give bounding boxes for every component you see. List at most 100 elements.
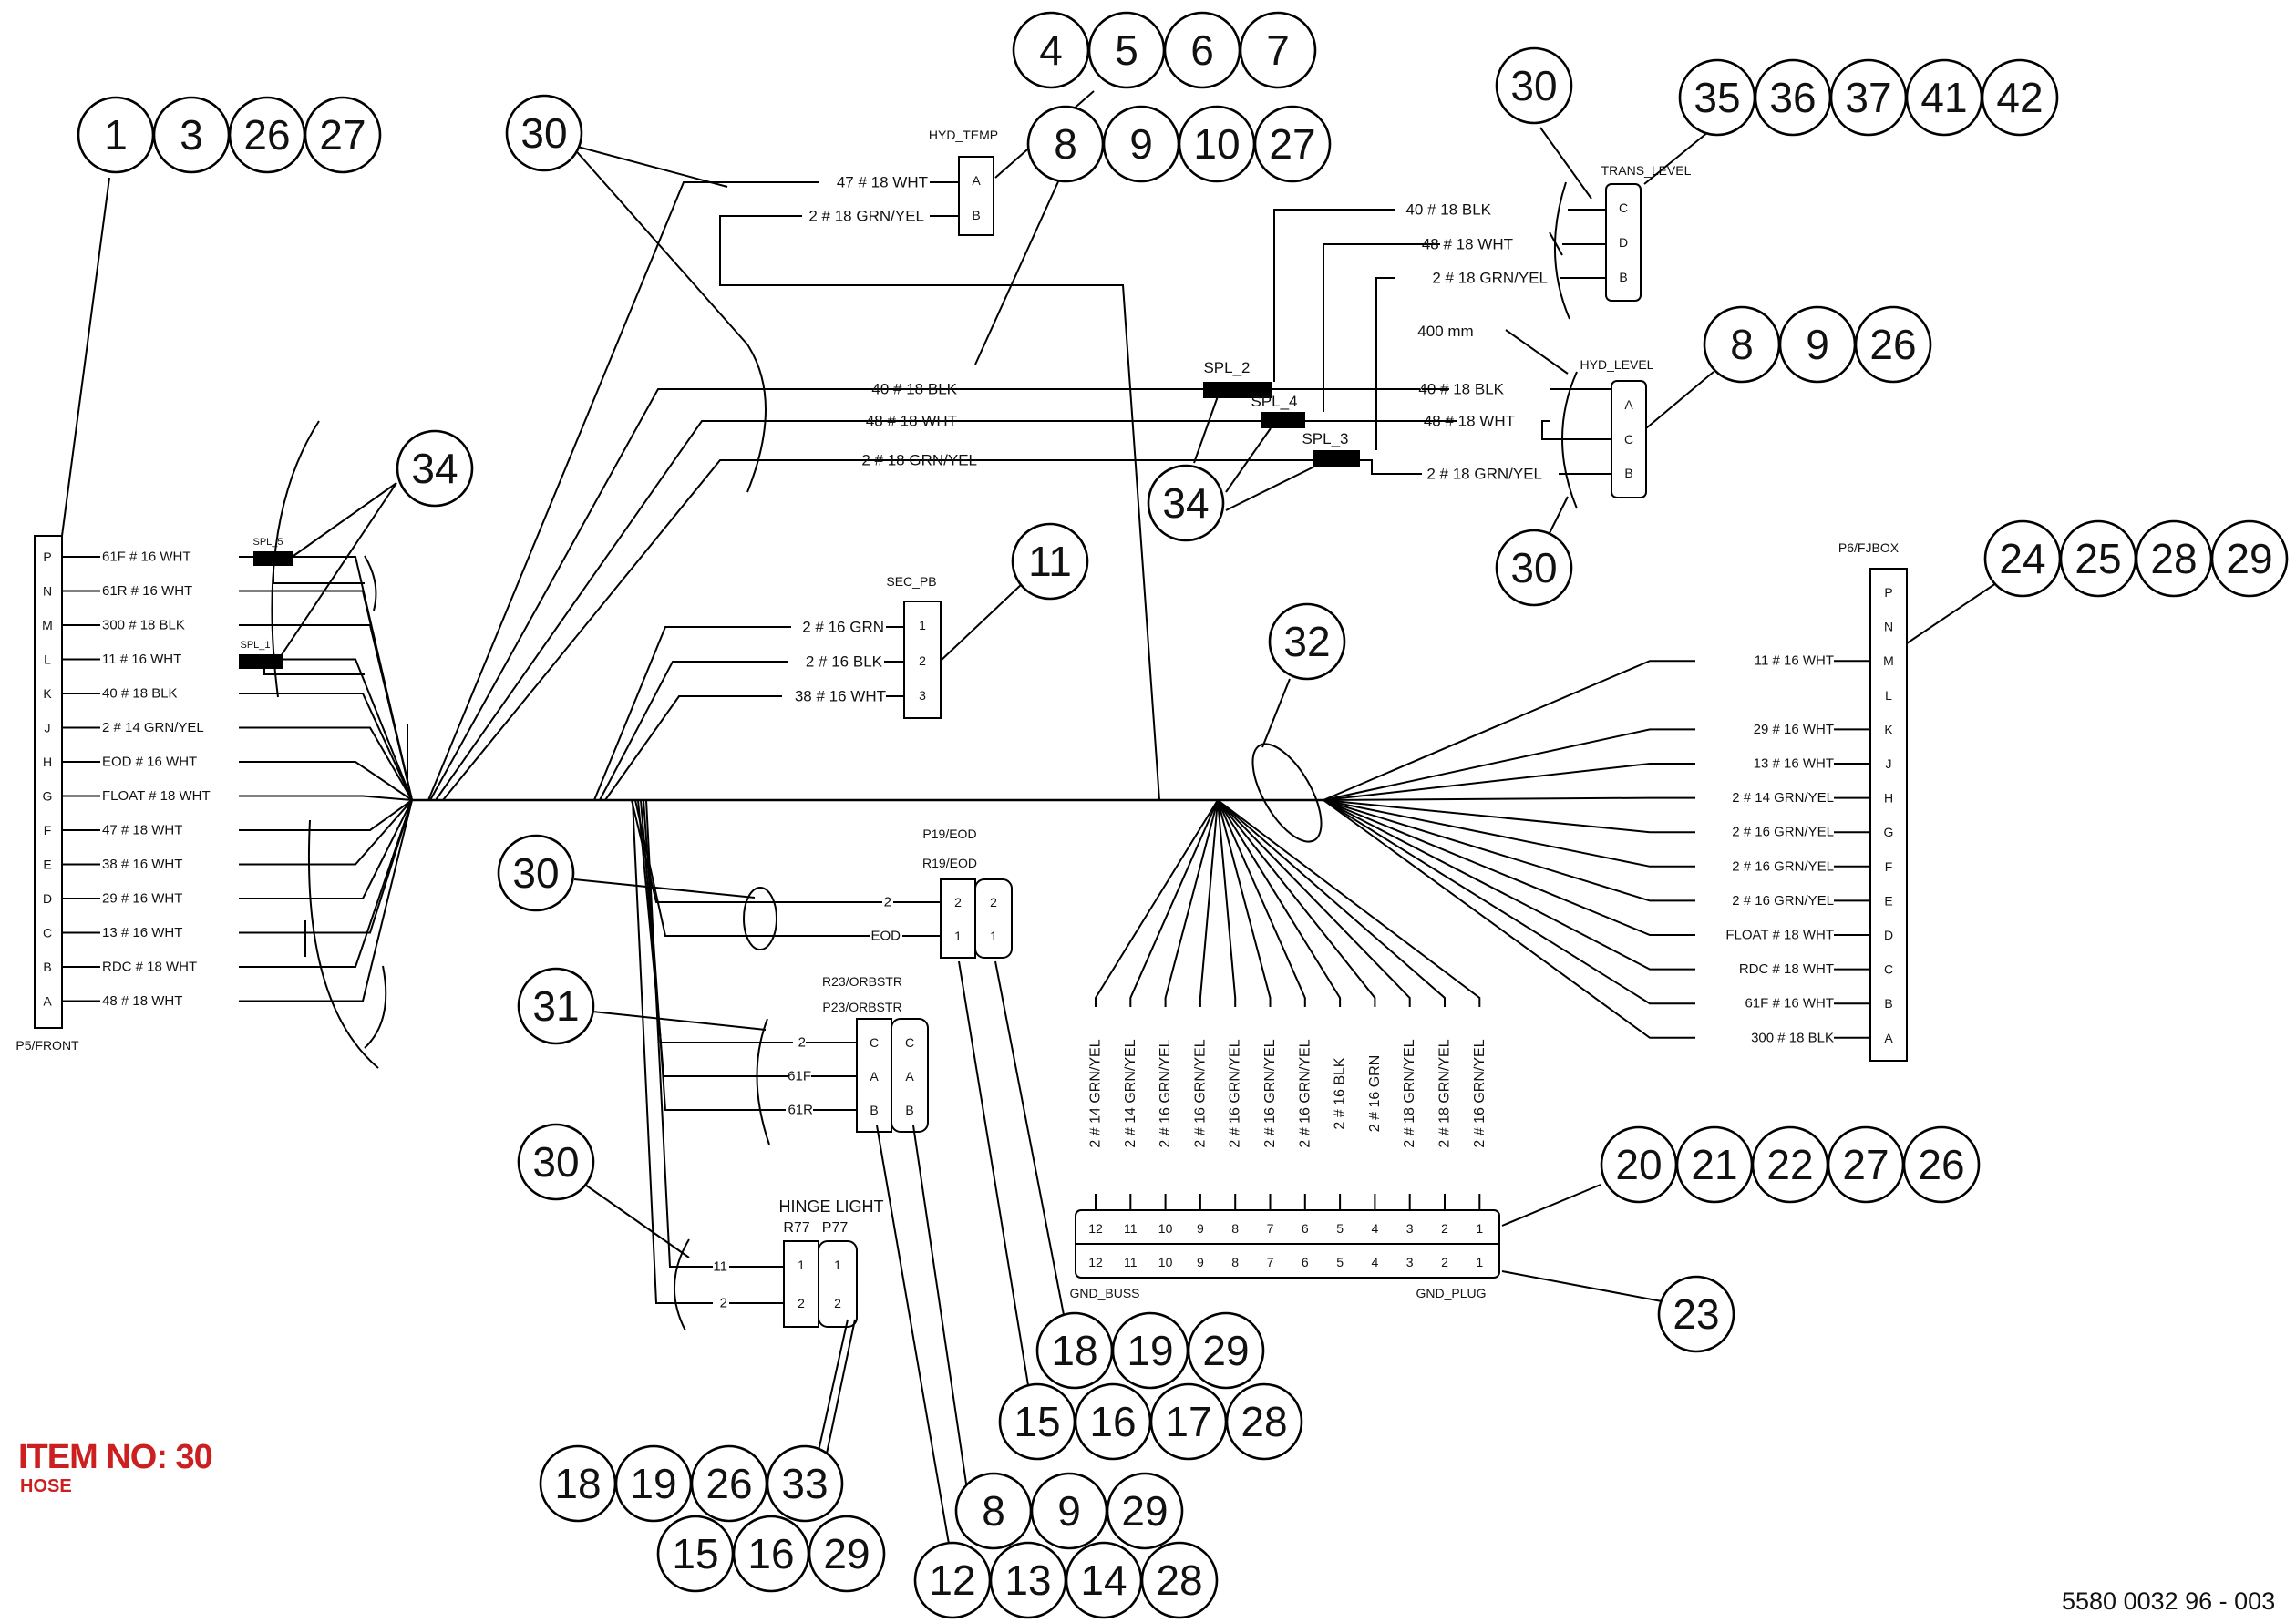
p6-pin-D: D [1884, 928, 1893, 942]
callout-number: 4 [1039, 26, 1063, 74]
eod-connector: P19/EOD R19/EOD 2 1 2 1 2 EOD [631, 799, 1013, 959]
leader-line [1549, 496, 1569, 534]
gnd-plug-pin: 2 [1441, 1255, 1448, 1269]
splice-spl5: SPL_5 [252, 537, 293, 566]
p5-label: P5/FRONT [15, 1038, 79, 1053]
svg-text:TRANS_LEVEL: TRANS_LEVEL [1601, 163, 1692, 178]
svg-text:11: 11 [713, 1259, 727, 1275]
callout-number: 21 [1691, 1141, 1737, 1188]
p6-fan-wire [1323, 799, 1695, 971]
p6-wire-label: 300 # 18 BLK [1751, 1030, 1834, 1045]
callout-number: 19 [1127, 1327, 1173, 1374]
callout-balloon [505, 94, 583, 172]
callout-number: 23 [1673, 1290, 1719, 1338]
gnd-buss-pin: 7 [1267, 1221, 1274, 1236]
svg-text:SPL_3: SPL_3 [1302, 430, 1348, 447]
callout-number: 15 [1014, 1398, 1060, 1445]
leader-line [592, 1011, 767, 1031]
svg-text:SPL_4: SPL_4 [1251, 393, 1297, 410]
callout-number: 18 [554, 1460, 601, 1507]
callout-number: 37 [1845, 74, 1891, 121]
gnd-wire-label: 2 # 14 GRN/YEL [1123, 1039, 1138, 1147]
p5-wire-label: 61R # 16 WHT [102, 583, 192, 599]
callout-number: 29 [1121, 1487, 1168, 1535]
p5-wire-label: RDC # 18 WHT [102, 960, 197, 975]
gnd-plug-pin: 1 [1476, 1255, 1483, 1269]
callout-group-g30e: 30 [517, 1123, 595, 1201]
callout-balloon [1187, 1311, 1265, 1390]
svg-text:2 # 16 GRN: 2 # 16 GRN [802, 619, 884, 636]
callout-balloon [1011, 522, 1089, 601]
callout-group-g31: 31 [517, 967, 595, 1045]
p6-pin-F: F [1885, 859, 1893, 874]
p6-pin-C: C [1884, 962, 1893, 977]
leader-line [1906, 582, 1997, 644]
gnd-buss-pin: 6 [1302, 1221, 1309, 1236]
svg-text:40 # 18 BLK: 40 # 18 BLK [1418, 381, 1504, 398]
callout-number: 30 [512, 849, 559, 897]
gnd-fan-wire [1217, 799, 1411, 1007]
p5-wire-label: 47 # 18 WHT [102, 823, 182, 838]
callout-number: 29 [1202, 1327, 1249, 1374]
callout-balloon [1106, 1472, 1184, 1550]
p6-pin-E: E [1884, 893, 1892, 908]
p6-fan-wire [1323, 763, 1695, 801]
svg-text:2: 2 [720, 1296, 727, 1311]
callout-number: 3 [180, 111, 203, 159]
p5-wire-label: 13 # 16 WHT [102, 925, 182, 940]
p6-fan-wire [1323, 796, 1695, 801]
svg-text:1: 1 [834, 1258, 841, 1272]
p5-pin-E: E [43, 858, 51, 872]
svg-text:61R: 61R [788, 1103, 813, 1118]
gnd-plug-pin: 8 [1231, 1255, 1239, 1269]
gnd-wire-label: 2 # 14 GRN/YEL [1088, 1039, 1104, 1147]
svg-text:2 # 18 GRN/YEL: 2 # 18 GRN/YEL [808, 208, 924, 225]
gnd-wire-label: 2 # 16 GRN/YEL [1228, 1039, 1243, 1147]
callout-number: 8 [1730, 321, 1754, 368]
item-number-label: ITEM NO: 30 [18, 1438, 213, 1476]
p5-pin-G: G [43, 789, 53, 804]
callout-number: 9 [1057, 1487, 1081, 1535]
svg-text:EOD: EOD [870, 929, 901, 944]
callout-number: 26 [705, 1460, 752, 1507]
svg-text:48 # 18 WHT: 48 # 18 WHT [866, 413, 957, 430]
callout-balloon [1495, 46, 1573, 125]
gnd-buss-pin: 1 [1476, 1221, 1483, 1236]
p5-pin-N: N [43, 584, 52, 599]
svg-text:R23/ORBSTR: R23/ORBSTR [822, 974, 902, 989]
leader-line [273, 482, 397, 668]
gnd-plug-pin: 10 [1158, 1255, 1173, 1269]
svg-text:HINGE LIGHT: HINGE LIGHT [778, 1197, 883, 1216]
leader-line [876, 1125, 951, 1550]
p5-pin-B: B [43, 960, 51, 974]
callout-number: 42 [1996, 74, 2043, 121]
p6-wire-label: FLOAT # 18 WHT [1725, 928, 1834, 943]
gnd-plug-pin: 4 [1372, 1255, 1379, 1269]
hyd-level-connector: HYD_LEVEL 400 mm A C B 40 # 18 BLK 48 # … [1417, 323, 1654, 509]
callout-number: 28 [1156, 1556, 1202, 1604]
callout-group-g34b: 34 [1147, 464, 1225, 542]
callout-number: 28 [2150, 535, 2197, 582]
p5-fan-wire [239, 799, 413, 934]
gnd-wire-label: 2 # 16 GRN/YEL [1192, 1039, 1208, 1147]
callout-balloon [1140, 1541, 1219, 1619]
svg-text:P77: P77 [822, 1220, 849, 1236]
p5-wire-label: 300 # 18 BLK [102, 618, 185, 633]
callout-number: 31 [532, 982, 579, 1030]
svg-text:2: 2 [954, 895, 962, 909]
svg-text:C: C [905, 1035, 914, 1050]
callout-number: 34 [411, 445, 458, 492]
callout-balloon [304, 96, 382, 174]
svg-text:2: 2 [990, 895, 997, 909]
gnd-plug-pin: 3 [1406, 1255, 1414, 1269]
svg-text:1: 1 [798, 1258, 805, 1272]
mid-wires: 40 # 18 BLK 48 # 18 WHT 2 # 18 GRN/YEL [429, 344, 1313, 801]
callout-number: 36 [1769, 74, 1816, 121]
leader-line [1193, 395, 1219, 464]
svg-text:2: 2 [798, 1035, 806, 1051]
